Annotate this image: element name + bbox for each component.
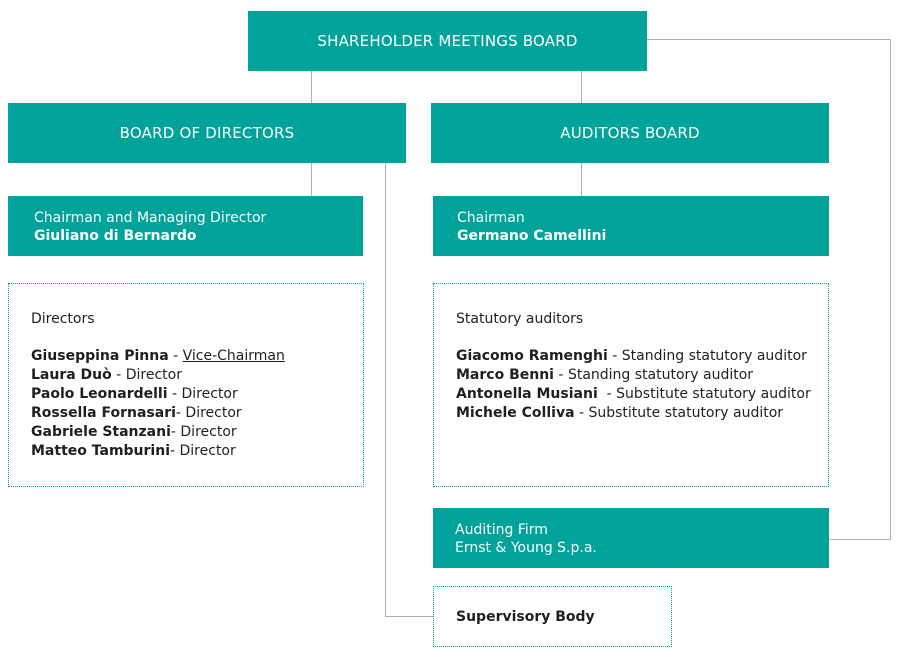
auditor-name: Michele Colliva [456,405,575,421]
director-role: Director [125,367,182,383]
director-row: Rossella Fornasari- Director [31,404,363,423]
directors-caption: Directors [31,311,95,327]
director-role: Director [185,405,242,421]
auditor-row: Marco Benni - Standing statutory auditor [456,366,828,385]
supervisory-body-label: Supervisory Body [456,608,595,625]
shareholder-meetings-board-label: SHAREHOLDER MEETINGS BOARD [317,32,578,50]
director-name: Gabriele Stanzani [31,424,171,440]
director-row: Giuseppina Pinna - Vice-Chairman [31,347,363,366]
board-of-directors-label: BOARD OF DIRECTORS [119,124,295,142]
director-row: Gabriele Stanzani- Director [31,423,363,442]
auditor-row: Antonella Musiani - Substitute statutory… [456,385,828,404]
chairman-md-role: Chairman and Managing Director [34,210,267,226]
director-separator: - [175,405,186,421]
auditing-firm-name: Ernst & Young S.p.a. [455,540,597,556]
auditing-firm-title: Auditing Firm [455,522,548,538]
director-name: Rossella Fornasari [31,405,176,421]
auditor-separator: - [553,367,568,383]
auditors-chairman-name: Germano Camellini [457,228,607,244]
statutory-auditors-caption: Statutory auditors [456,311,584,327]
director-name: Paolo Leonardelli [31,386,168,402]
director-row: Matteo Tamburini- Director [31,442,363,461]
supervisory-body-node: Supervisory Body [433,586,672,647]
auditors-chairman-node: Chairman Germano Camellini [433,196,829,256]
auditors-board-node: AUDITORS BOARD [431,103,829,163]
connector-shareholders-auditing-firm [647,39,891,540]
auditor-separator: - [597,386,617,402]
shareholder-meetings-board-node: SHAREHOLDER MEETINGS BOARD [248,11,647,71]
director-separator: - [111,367,126,383]
auditor-role: Standing statutory auditor [621,348,807,364]
connector-directors-supervisory [385,163,433,617]
directors-panel: Directors Giuseppina Pinna - Vice-Chairm… [8,283,364,487]
auditor-row: Giacomo Ramenghi - Standing statutory au… [456,347,828,366]
director-name: Laura Duò [31,367,112,383]
auditor-separator: - [607,348,622,364]
director-separator: - [170,443,180,459]
director-role: Director [180,424,237,440]
director-role: Director [179,443,236,459]
director-name: Giuseppina Pinna [31,348,169,364]
statutory-auditors-panel: Statutory auditors Giacomo Ramenghi - St… [433,283,829,487]
director-role: Vice-Chairman [182,348,285,364]
director-role: Director [181,386,238,402]
director-separator: - [167,386,182,402]
auditor-name: Marco Benni [456,367,554,383]
chairman-md-name: Giuliano di Bernardo [34,228,197,244]
director-row: Paolo Leonardelli - Director [31,385,363,404]
auditor-name: Antonella Musiani [456,386,598,402]
auditors-board-label: AUDITORS BOARD [560,124,700,142]
auditor-row: Michele Colliva - Substitute statutory a… [456,404,828,423]
auditing-firm-node: Auditing Firm Ernst & Young S.p.a. [433,508,829,568]
director-separator: - [170,424,181,440]
auditor-separator: - [574,405,589,421]
auditor-role: Standing statutory auditor [567,367,754,383]
auditor-role: Substitute statutory auditor [616,386,811,402]
board-of-directors-node: BOARD OF DIRECTORS [8,103,406,163]
director-name: Matteo Tamburini [31,443,170,459]
director-row: Laura Duò - Director [31,366,363,385]
chairman-md-node: Chairman and Managing Director Giuliano … [8,196,363,256]
auditors-chairman-role: Chairman [457,210,525,226]
auditor-name: Giacomo Ramenghi [456,348,608,364]
auditor-role: Substitute statutory auditor [588,405,784,421]
director-separator: - [168,348,183,364]
